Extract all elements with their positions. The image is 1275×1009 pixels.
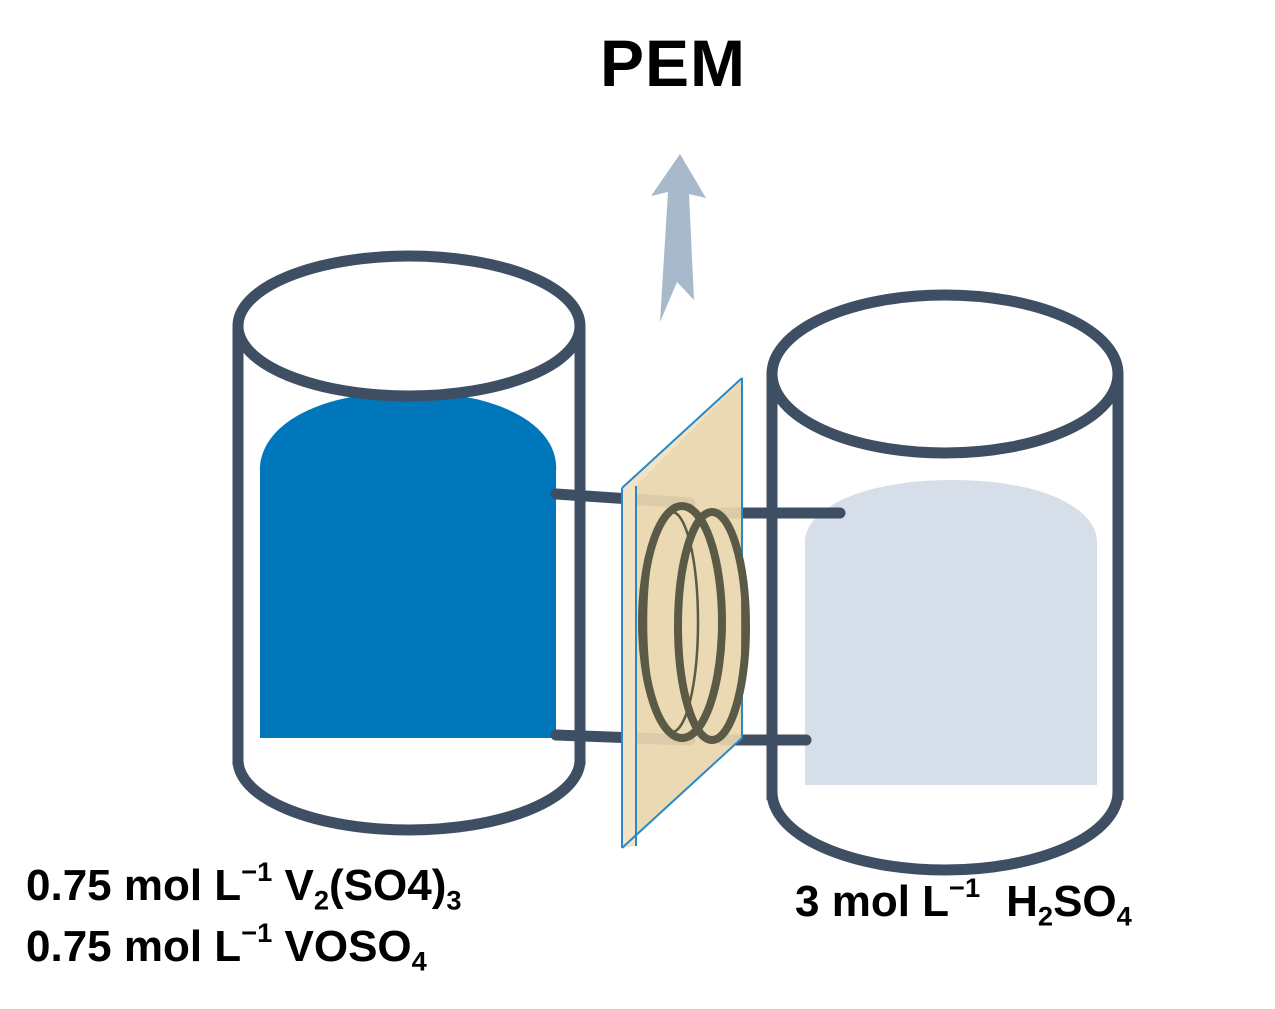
left-liquid xyxy=(259,392,557,738)
right-liquid xyxy=(804,480,1098,785)
left-solution-line-2: 0.75 mol L−1 VOSO4 xyxy=(26,916,427,977)
right-vessel xyxy=(766,289,1124,876)
left-vessel xyxy=(232,250,586,836)
membrane-label: PEM xyxy=(600,26,747,100)
pointer-arrow-icon xyxy=(651,154,706,322)
left-solution-line-1: 0.75 mol L−1 V2(SO4)3 xyxy=(26,855,462,916)
clamp-ring xyxy=(638,502,750,744)
